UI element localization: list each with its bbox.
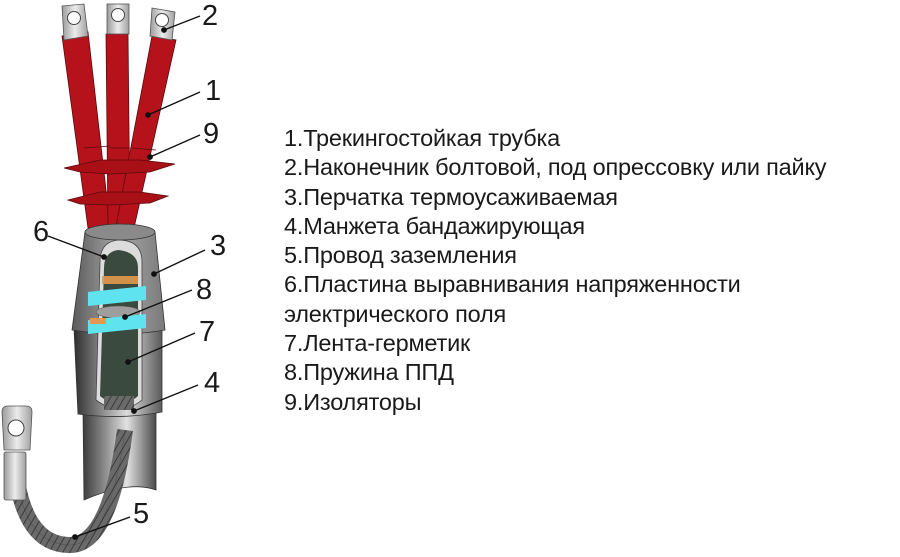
legend-item-3: 3.Перчатка термоусаживаемая	[284, 183, 618, 210]
callout-3: 3	[210, 230, 227, 262]
callout-5: 5	[133, 498, 150, 530]
callout-6: 6	[33, 216, 50, 248]
legend-item-2: 2.Наконечник болтовой, под опрессовку ил…	[284, 154, 827, 181]
cable-termination-illustration	[1, 3, 206, 554]
insulators	[63, 145, 176, 206]
legend-item-5: 5.Провод заземления	[284, 242, 517, 269]
callout-4: 4	[204, 367, 221, 399]
ground-wire	[1, 405, 133, 554]
parts-legend: 1.Трекингостойкая трубка 2.Наконечник бо…	[284, 124, 827, 417]
legend-item-8: 8.Пружина ППД	[284, 359, 454, 386]
legend-item-4: 4.Манжета бандажирующая	[284, 212, 585, 239]
callout-8: 8	[196, 274, 213, 306]
tracking-resistant-tubes	[61, 31, 177, 229]
cutaway-window	[88, 239, 146, 410]
cable-lugs	[61, 3, 176, 41]
legend-item-7: 7.Лента-герметик	[284, 330, 471, 357]
callout-2: 2	[202, 0, 219, 32]
legend-item-1: 1.Трекингостойкая трубка	[284, 125, 560, 151]
callout-1: 1	[205, 75, 222, 107]
leader-lines	[47, 15, 206, 540]
legend-item-9: 9.Изоляторы	[284, 388, 422, 415]
callout-9: 9	[203, 118, 220, 150]
legend-item-6: 6.Пластина выравнивания напряженности	[284, 271, 741, 298]
callout-7: 7	[199, 316, 216, 348]
legend-item-6-continuation: электрического поля	[284, 300, 507, 327]
